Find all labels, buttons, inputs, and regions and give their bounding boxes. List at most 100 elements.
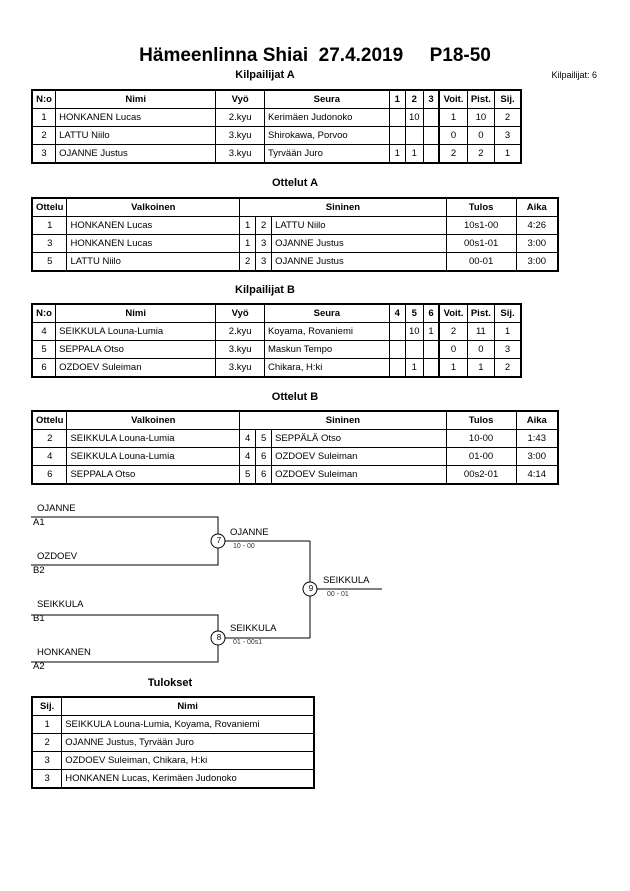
column-header: Sij. (494, 89, 522, 109)
table-cell: SEIKKULA Louna-Lumia (66, 429, 241, 448)
table-cell: 1 (438, 108, 468, 127)
column-header: 4 (388, 303, 406, 323)
column-header: 1 (388, 89, 406, 109)
table-cell: 5 (239, 465, 257, 485)
table-cell: 1 (438, 358, 468, 378)
bracket-lines (31, 516, 382, 663)
table-cell: 10 (466, 108, 496, 127)
table-cell (388, 322, 406, 341)
table-cell: SEPPÄLÄ Otso (271, 429, 447, 448)
column-header: Tulos (445, 197, 517, 217)
column-header: Aika (515, 410, 559, 430)
column-header: Sininen (239, 410, 447, 430)
table-cell: 3:00 (515, 252, 559, 272)
column-header: Ottelu (31, 197, 68, 217)
column-header: 3 (422, 89, 440, 109)
semi1-top-name: OJANNE (37, 503, 76, 514)
table-cell: 1 (31, 216, 68, 235)
table-cell: 3.kyu (215, 340, 265, 359)
table-cell: 1 (239, 234, 257, 253)
table-cell (388, 126, 406, 145)
column-header: Nimi (55, 89, 217, 109)
table-cell: OZDOEV Suleiman, Chikara, H:ki (61, 751, 315, 770)
table-cell: SEIKKULA Louna-Lumia (55, 322, 217, 341)
column-header: Aika (515, 197, 559, 217)
table-cell: 6 (31, 465, 68, 485)
table-cell: OJANNE Justus (271, 234, 447, 253)
column-header: Sij. (31, 696, 63, 716)
table-cell: Kerimäen Judonoko (263, 108, 390, 127)
pool-a-heading: Kilpailijat A (235, 69, 295, 81)
table-cell (388, 108, 406, 127)
pool-b-heading: Kilpailijat B (235, 284, 295, 296)
table-cell: Tyrvään Juro (263, 144, 390, 164)
table-cell (422, 108, 440, 127)
table-cell: HONKANEN Lucas (66, 234, 241, 253)
column-header: Voit. (438, 89, 468, 109)
column-header: Sininen (239, 197, 447, 217)
semi1-score: 10 - 00 (233, 543, 255, 550)
table-cell: 2 (255, 216, 273, 235)
match-9-number: 9 (308, 584, 314, 593)
table-cell: OZDOEV Suleiman (271, 465, 447, 485)
column-header: 2 (404, 89, 424, 109)
page-title: Hämeenlinna Shiai 27.4.2019 P18-50 (139, 45, 491, 66)
table-cell (422, 358, 440, 378)
table-cell: 00s2-01 (445, 465, 517, 485)
semi2-bottom-seed: A2 (33, 661, 45, 672)
table-cell: Shirokawa, Porvoo (263, 126, 390, 145)
table-cell: 00-01 (445, 252, 517, 272)
table-cell: 6 (255, 447, 273, 466)
match-7-circle (210, 533, 226, 549)
column-header: 5 (404, 303, 424, 323)
table-cell: OZDOEV Suleiman (55, 358, 217, 378)
table-cell: 0 (438, 126, 468, 145)
table-cell: 1 (494, 144, 522, 164)
table-cell: LATTU Niilo (271, 216, 447, 235)
table-cell: SEIKKULA Louna-Lumia (66, 447, 241, 466)
match-8-circle (210, 630, 226, 646)
table-cell: 1 (388, 144, 406, 164)
column-header: Voit. (438, 303, 468, 323)
semi1-bottom-seed: B2 (33, 565, 45, 576)
matches-a-heading: Ottelut A (271, 177, 319, 189)
table-cell: Chikara, H:ki (263, 358, 390, 378)
table-cell: 00s1-01 (445, 234, 517, 253)
column-header: Pist. (466, 89, 496, 109)
table-cell: 1 (466, 358, 496, 378)
table-cell (388, 340, 406, 359)
table-cell: HONKANEN Lucas (66, 216, 241, 235)
competitor-count: Kilpailijat: 6 (551, 70, 597, 80)
table-cell: 0 (466, 340, 496, 359)
table-cell: 2 (438, 144, 468, 164)
match-7-number: 7 (216, 536, 222, 545)
final-score: 00 - 01 (327, 591, 349, 598)
table-cell: 3 (31, 234, 68, 253)
table-cell: 0 (438, 340, 468, 359)
column-header: Nimi (55, 303, 217, 323)
table-cell: 1 (404, 358, 424, 378)
table-cell: 3 (31, 769, 63, 789)
table-cell: 5 (255, 429, 273, 448)
semi1-bottom-name: OZDOEV (37, 551, 78, 562)
semi2-score: 01 - 00s1 (233, 639, 263, 646)
table-cell: 11 (466, 322, 496, 341)
table-cell: SEIKKULA Louna-Lumia, Koyama, Rovaniemi (61, 715, 315, 734)
table-cell: 2 (494, 108, 522, 127)
table-cell: 0 (466, 126, 496, 145)
table-cell: HONKANEN Lucas (55, 108, 217, 127)
column-header: Pist. (466, 303, 496, 323)
table-cell: 3 (255, 234, 273, 253)
table-cell: 4:14 (515, 465, 559, 485)
table-cell (422, 144, 440, 164)
column-header: Vyö (215, 303, 265, 323)
